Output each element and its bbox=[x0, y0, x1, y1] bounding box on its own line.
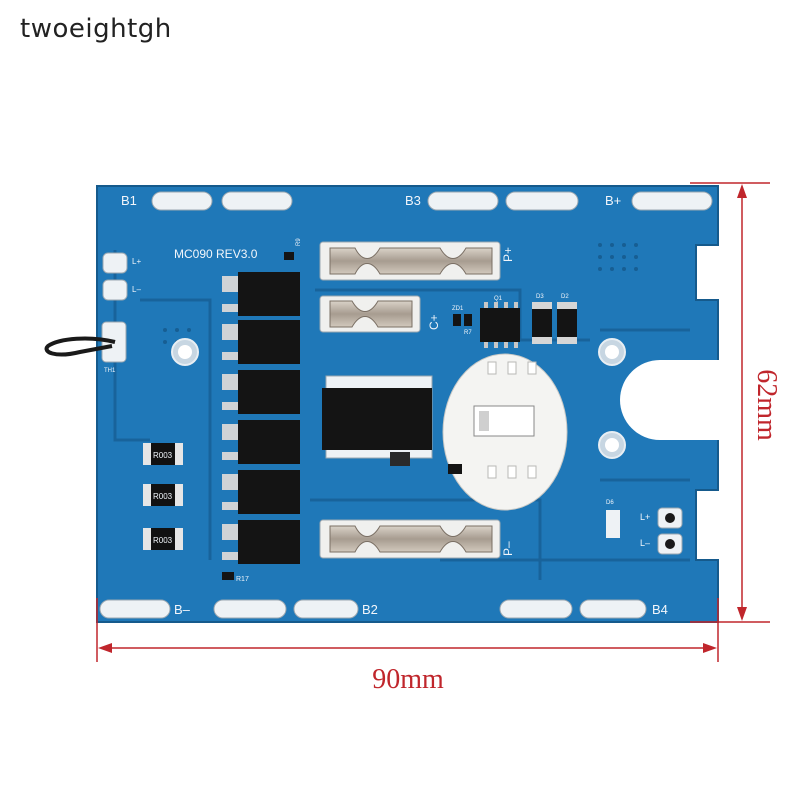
resistor-code-3: R003 bbox=[153, 536, 173, 545]
board-model-label: MC090 REV3.0 bbox=[174, 247, 258, 261]
control-ic bbox=[480, 302, 520, 348]
label-b4: B4 bbox=[652, 602, 668, 617]
label-bplus: B+ bbox=[605, 193, 621, 208]
pcb-notch bbox=[620, 360, 720, 440]
label-d6: D6 bbox=[606, 500, 614, 506]
label-lminus-left: L– bbox=[132, 285, 141, 294]
right-balance-pads bbox=[606, 507, 683, 555]
label-th1: TH1 bbox=[104, 368, 116, 374]
label-zd1: ZD1 bbox=[452, 306, 464, 312]
width-dimension bbox=[96, 598, 719, 662]
label-pminus: P– bbox=[501, 541, 515, 556]
label-b3: B3 bbox=[405, 193, 421, 208]
bottom-pads bbox=[99, 599, 647, 619]
left-balance-pads bbox=[102, 252, 128, 301]
height-dimension-label: 62mm bbox=[751, 369, 782, 441]
terminal-clip-pminus bbox=[319, 519, 501, 559]
dc-jack bbox=[322, 375, 433, 466]
height-dimension bbox=[690, 182, 770, 623]
label-lplus-left: L+ bbox=[132, 257, 141, 266]
label-r7: R7 bbox=[464, 330, 472, 336]
label-bminus: B– bbox=[174, 602, 191, 617]
resistor-code-2: R003 bbox=[153, 492, 173, 501]
mounting-holes bbox=[171, 338, 626, 459]
label-d3: D3 bbox=[536, 294, 544, 300]
label-lminus-right: L– bbox=[640, 538, 650, 548]
smd-resistors bbox=[143, 443, 183, 550]
resistor-code-1: R003 bbox=[153, 451, 173, 460]
brand-watermark: twoeightgh bbox=[20, 14, 172, 44]
terminal-clip-pplus bbox=[319, 241, 501, 281]
label-cplus: C+ bbox=[427, 314, 441, 330]
top-pads bbox=[151, 191, 713, 211]
thermistor bbox=[44, 321, 127, 363]
label-lplus-right: L+ bbox=[640, 512, 650, 522]
diodes bbox=[532, 302, 577, 344]
label-r9: R9 bbox=[296, 238, 302, 246]
label-b1: B1 bbox=[121, 193, 137, 208]
label-d2: D2 bbox=[561, 294, 569, 300]
switch-module bbox=[442, 353, 568, 511]
mosfet-column bbox=[222, 272, 300, 564]
terminal-clip-cplus bbox=[319, 295, 421, 333]
label-q1: Q1 bbox=[494, 296, 503, 302]
label-r17: R17 bbox=[236, 576, 249, 583]
label-b2: B2 bbox=[362, 602, 378, 617]
label-pplus: P+ bbox=[501, 247, 515, 262]
width-dimension-label: 90mm bbox=[372, 664, 444, 695]
small-smd-parts bbox=[222, 252, 472, 580]
